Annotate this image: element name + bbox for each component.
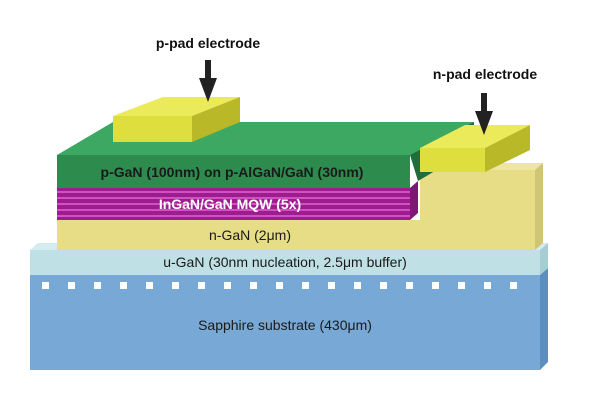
sapphire-substrate-layer: Sapphire substrate (430μm) xyxy=(30,268,548,370)
p-electrode-arrow-icon xyxy=(199,60,217,102)
mqw-label: InGaN/GaN MQW (5x) xyxy=(159,196,301,212)
n-electrode-arrow-icon xyxy=(475,93,493,135)
n-gan-layer: n-GaN (2μm) xyxy=(57,163,543,250)
n-gan-raised-block xyxy=(420,170,535,220)
mqw-side-face xyxy=(410,181,418,220)
u-gan-side-face xyxy=(540,243,548,275)
patterned-sapphire-dots xyxy=(42,282,517,289)
n-pad-electrode xyxy=(420,125,530,172)
mqw-layer: InGaN/GaN MQW (5x) xyxy=(57,181,418,220)
mqw-stripes xyxy=(57,191,410,217)
u-gan-label: u-GaN (30nm nucleation, 2.5μm buffer) xyxy=(163,254,407,270)
p-pad-side-face xyxy=(192,97,240,142)
p-pad-top-face xyxy=(113,97,240,116)
n-gan-side-face xyxy=(535,163,543,250)
p-gan-front-face xyxy=(57,155,410,188)
u-gan-front-face xyxy=(30,250,540,275)
p-electrode-label: p-pad electrode xyxy=(156,35,260,51)
substrate-label: Sapphire substrate (430μm) xyxy=(198,317,372,333)
p-pad-front-face xyxy=(113,116,192,142)
n-pad-top-face xyxy=(420,125,530,148)
n-pad-side-face xyxy=(485,125,530,172)
n-pad-front-face xyxy=(420,148,485,172)
n-gan-label: n-GaN (2μm) xyxy=(209,227,291,243)
n-electrode-label: n-pad electrode xyxy=(433,66,537,82)
n-gan-front-face xyxy=(57,220,535,250)
substrate-front-face xyxy=(30,275,540,370)
substrate-side-face xyxy=(540,268,548,370)
p-pad-electrode xyxy=(113,97,240,142)
p-gan-label: p-GaN (100nm) on p-AlGaN/GaN (30nm) xyxy=(101,164,364,180)
